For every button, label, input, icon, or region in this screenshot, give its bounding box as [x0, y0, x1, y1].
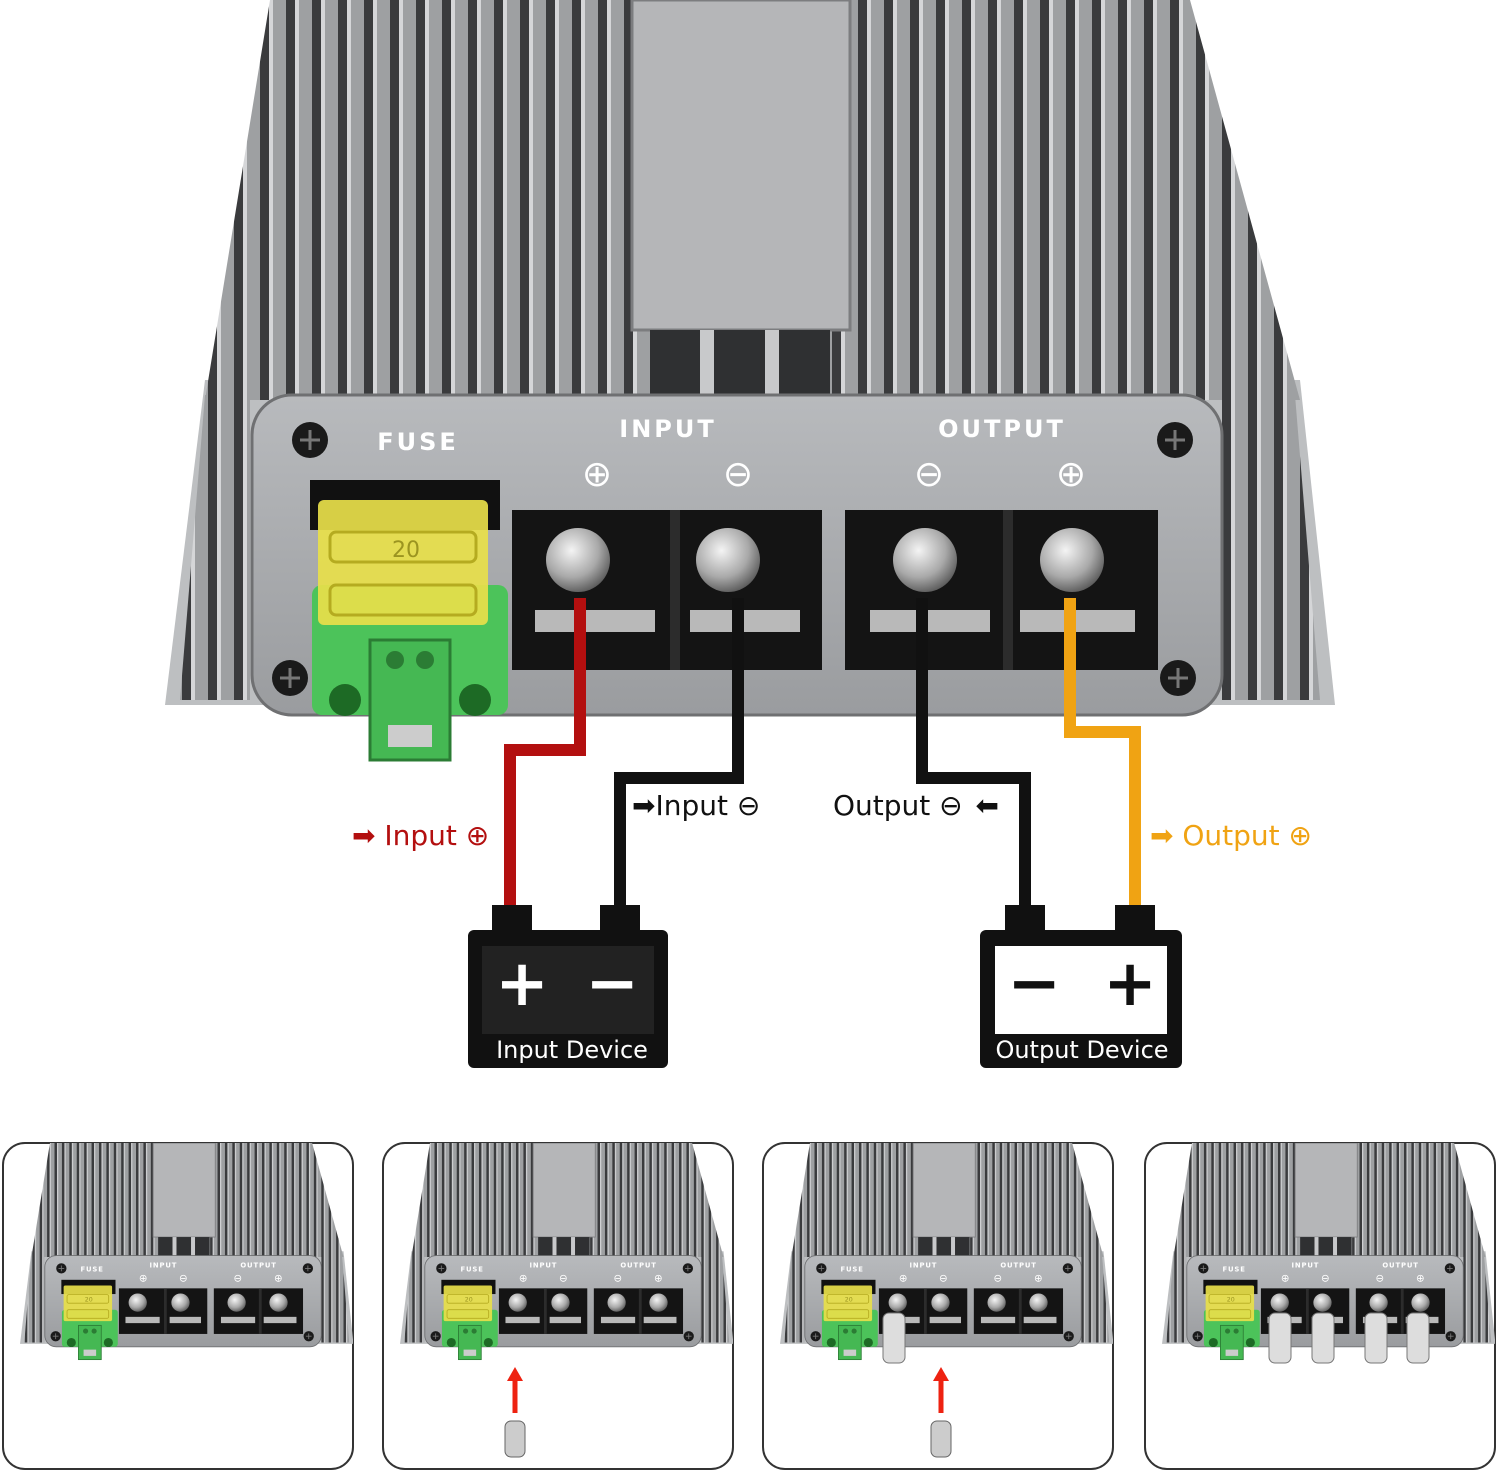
input-negative-screw-icon	[696, 528, 760, 592]
battery-minus-icon: −	[1007, 947, 1061, 1021]
thumbnail-input-screw-removed[interactable]	[382, 1142, 734, 1470]
input-label: INPUT	[619, 415, 716, 443]
heatsink-channel	[650, 330, 830, 400]
output-positive-wire	[1064, 598, 1141, 910]
output-plus-symbol: ⊕	[1056, 454, 1086, 495]
output-terminal-block	[845, 510, 1158, 670]
input-plus-symbol: ⊕	[582, 454, 612, 495]
dc-converter: FUSE INPUT OUTPUT ⊕ ⊖ ⊖ ⊕ 20	[165, 0, 1335, 762]
input-positive-label: ➡ Input ⊕	[352, 819, 489, 852]
input-negative-wire	[614, 598, 744, 910]
heatsink-center-plate	[630, 0, 852, 332]
input-negative-label: ➡Input ⊖	[632, 789, 760, 822]
input-positive-screw-icon	[546, 528, 610, 592]
battery-plus-icon: +	[495, 947, 549, 1021]
output-positive-screw-icon	[1040, 528, 1104, 592]
output-minus-symbol: ⊖	[914, 454, 944, 495]
fuse-holder: 20	[310, 480, 508, 762]
input-positive-wire	[504, 598, 586, 910]
output-device-label: Output Device	[995, 1036, 1168, 1064]
side-fins-right	[1222, 395, 1320, 700]
output-label: OUTPUT	[938, 415, 1066, 443]
thumbnail-default[interactable]	[2, 1142, 354, 1470]
output-negative-screw-icon	[893, 528, 957, 592]
input-minus-symbol: ⊖	[723, 454, 753, 495]
output-device-battery: − + Output Device	[980, 905, 1182, 1068]
battery-minus-icon: −	[585, 947, 639, 1021]
output-negative-label: Output ⊖ ⬅	[833, 789, 999, 822]
battery-plus-icon: +	[1103, 947, 1157, 1021]
input-terminal-block	[512, 510, 822, 670]
input-device-label: Input Device	[496, 1036, 648, 1064]
panel-screw-icons	[272, 422, 1196, 696]
thumbnail-input-ring-terminal[interactable]	[762, 1142, 1114, 1470]
fuse-label: FUSE	[377, 428, 459, 456]
output-negative-wire	[916, 598, 1031, 910]
fuse-rating: 20	[392, 538, 420, 563]
side-fins-left	[180, 395, 250, 700]
output-positive-label: ➡ Output ⊕	[1150, 819, 1312, 852]
input-device-battery: + − Input Device	[468, 905, 668, 1068]
thumbnail-all-ring-terminals[interactable]	[1144, 1142, 1496, 1470]
